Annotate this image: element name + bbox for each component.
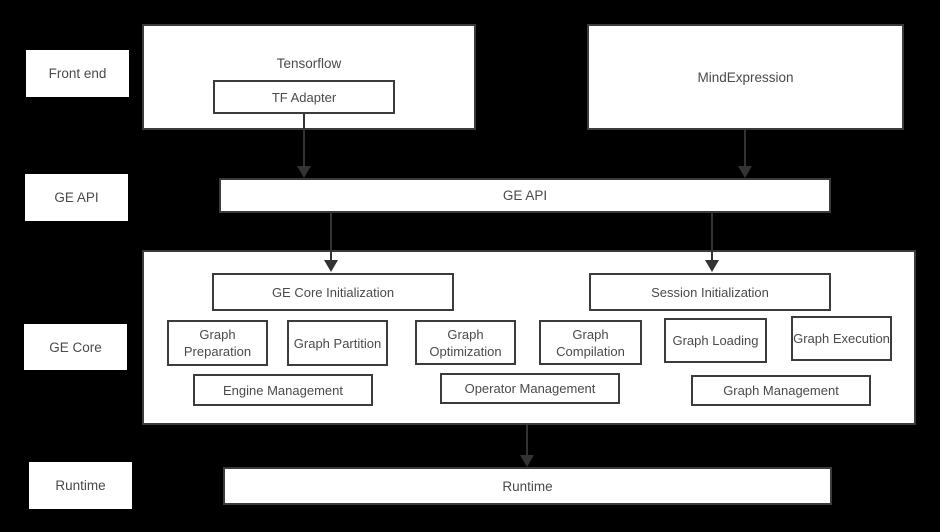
side-label-ge-api: GE API — [25, 174, 128, 221]
side-label-front-end: Front end — [26, 50, 129, 97]
graph-compilation-box: Graph Compilation — [539, 320, 642, 365]
arrow-tf-adapter-to-ge-api — [303, 114, 305, 166]
graph-partition-label: Graph Partition — [293, 335, 382, 351]
graph-loading-label: Graph Loading — [672, 333, 759, 348]
graph-execution-label: Graph Execution — [793, 331, 890, 346]
runtime-bar-label: Runtime — [502, 478, 553, 494]
arrow-ge-core-to-runtime — [526, 425, 528, 455]
session-initialization-label: Session Initialization — [651, 284, 769, 300]
graph-optimization-label: Graph Optimization — [429, 326, 502, 359]
graph-execution-box: Graph Execution — [791, 316, 892, 361]
graph-management-label: Graph Management — [723, 383, 839, 398]
arrow-mindexpression-to-ge-api — [744, 130, 746, 166]
ge-api-bar-label: GE API — [502, 188, 548, 203]
side-label-runtime-text: Runtime — [55, 478, 106, 493]
engine-management-label: Engine Management — [223, 382, 343, 398]
tensorflow-label: Tensorflow — [276, 56, 342, 71]
arrow-ge-api-to-ge-core-initialization — [330, 212, 332, 260]
graph-compilation-label: Graph Compilation — [556, 326, 625, 359]
side-label-ge-core: GE Core — [24, 324, 127, 370]
operator-management-box: Operator Management — [440, 373, 620, 404]
graph-management-box: Graph Management — [691, 375, 871, 406]
mindexpression-box: MindExpression — [587, 24, 904, 130]
tensorflow-box: Tensorflow TF Adapter — [142, 24, 476, 130]
tf-adapter-box: TF Adapter — [213, 80, 395, 114]
ge-core-initialization-box: GE Core Initialization — [212, 273, 454, 311]
graph-loading-box: Graph Loading — [664, 318, 767, 363]
engine-management-box: Engine Management — [193, 374, 373, 406]
operator-management-label: Operator Management — [464, 381, 596, 396]
arrow-ge-api-to-session-initialization — [711, 212, 713, 260]
side-label-ge-core-text: GE Core — [49, 339, 102, 355]
side-label-ge-api-text: GE API — [54, 190, 99, 205]
ge-core-initialization-label: GE Core Initialization — [271, 284, 395, 300]
runtime-bar: Runtime — [223, 467, 832, 505]
mindexpression-label: MindExpression — [697, 69, 794, 85]
graph-preparation-label: Graph Preparation — [183, 327, 252, 359]
side-label-front-end-text: Front end — [48, 66, 107, 81]
graph-optimization-box: Graph Optimization — [415, 320, 516, 365]
graph-preparation-box: Graph Preparation — [167, 320, 268, 366]
ge-api-bar: GE API — [219, 178, 831, 213]
tf-adapter-label: TF Adapter — [271, 89, 337, 105]
graph-partition-box: Graph Partition — [287, 320, 388, 366]
session-initialization-box: Session Initialization — [589, 273, 831, 311]
side-label-runtime: Runtime — [29, 462, 132, 509]
